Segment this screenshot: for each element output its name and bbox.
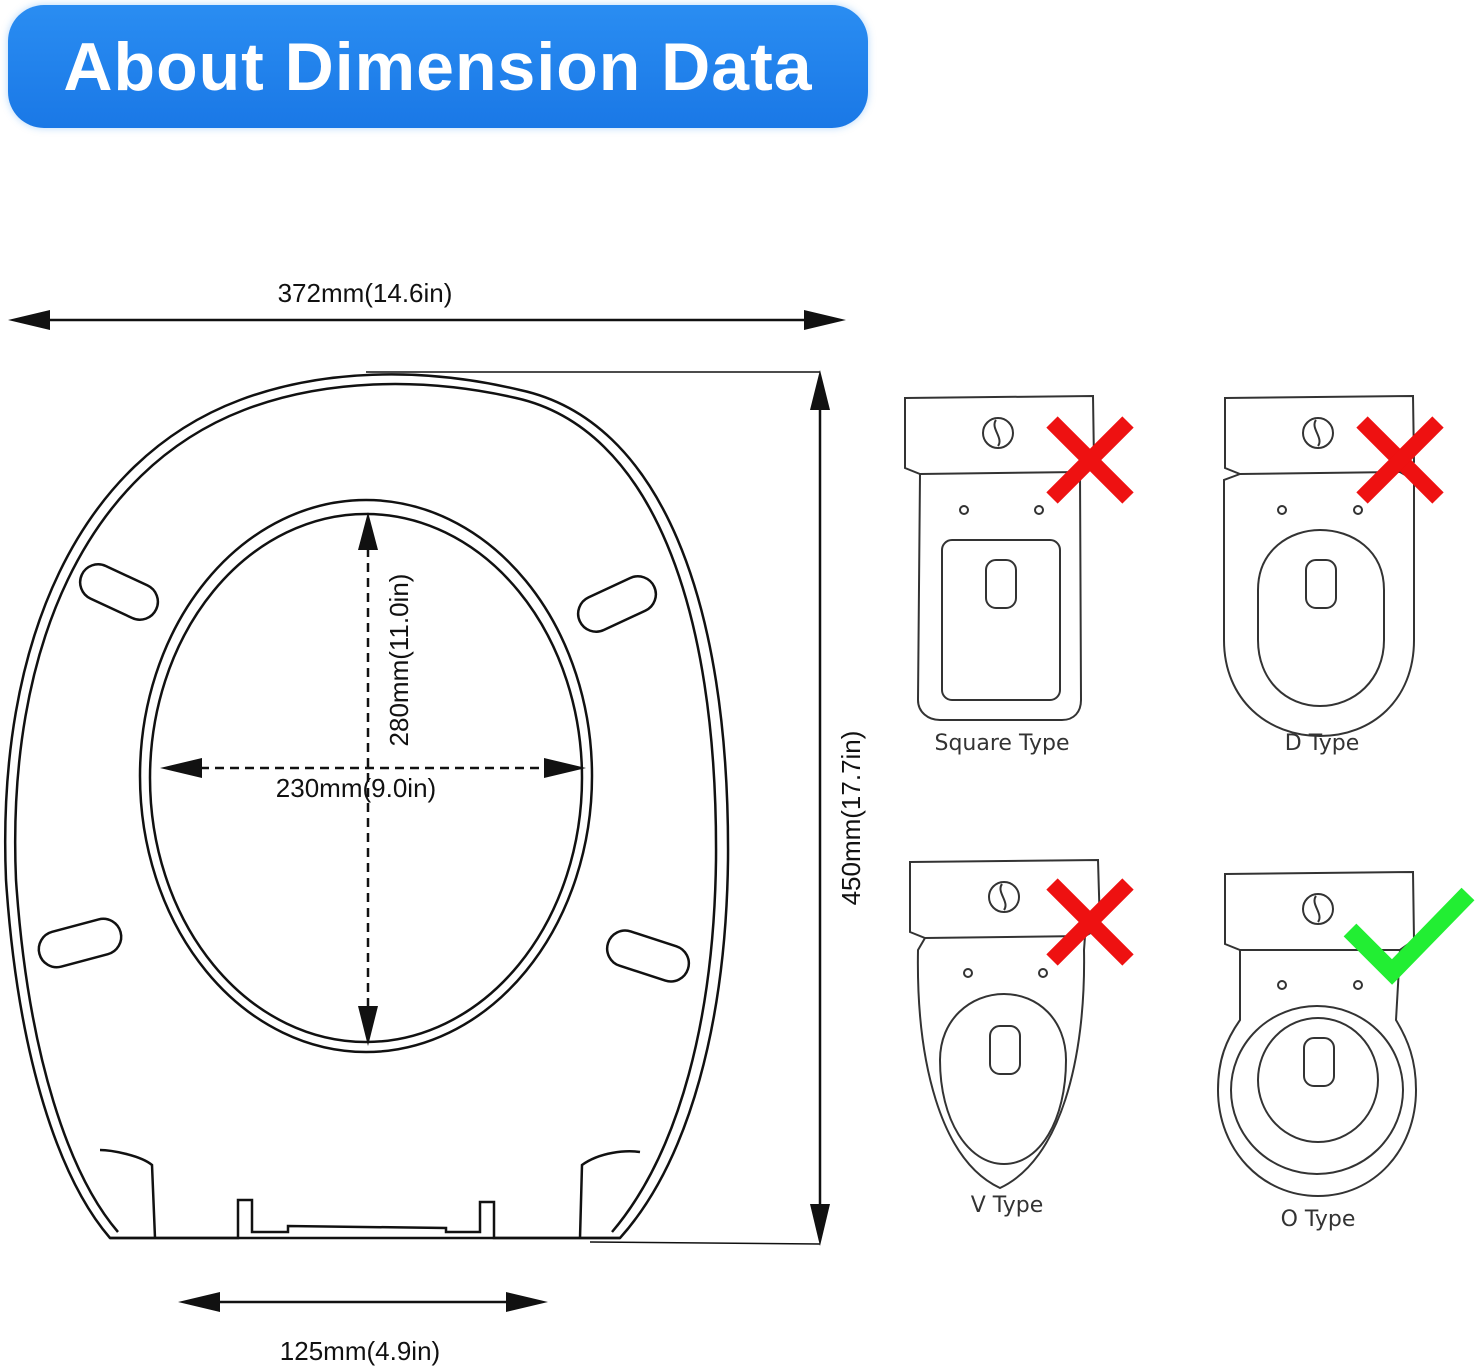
title-banner: About Dimension Data <box>8 5 868 128</box>
overall-length-arrow <box>366 370 830 1246</box>
hinge-distance-label: 125mm(4.9in) <box>280 1336 440 1366</box>
red-x-icon <box>1046 416 1134 504</box>
inner-width-arrow <box>160 758 586 778</box>
overall-width-label: 372mm(14.6in) <box>278 278 453 308</box>
red-x-icon <box>1046 878 1134 966</box>
page-title: About Dimension Data <box>63 28 813 105</box>
green-check-icon <box>1343 887 1475 985</box>
square-type-label: Square Type <box>935 731 1070 756</box>
inner-length-arrow <box>358 512 378 1046</box>
o-type-toilet <box>1216 870 1418 1198</box>
d-type-label: D Type <box>1285 731 1359 756</box>
v-type-label: V Type <box>971 1193 1044 1218</box>
hinge-distance-arrow <box>178 1292 548 1312</box>
d-type-toilet <box>1223 394 1416 738</box>
inner-width-label: 230mm(9.0in) <box>276 773 436 803</box>
overall-length-label: 450mm(17.7in) <box>836 731 866 906</box>
inner-length-label: 280mm(11.0in) <box>384 574 414 747</box>
red-x-icon <box>1356 416 1444 504</box>
o-type-label: O Type <box>1281 1207 1356 1232</box>
toilet-seat-outline <box>4 373 730 1240</box>
overall-width-arrow <box>8 310 846 330</box>
